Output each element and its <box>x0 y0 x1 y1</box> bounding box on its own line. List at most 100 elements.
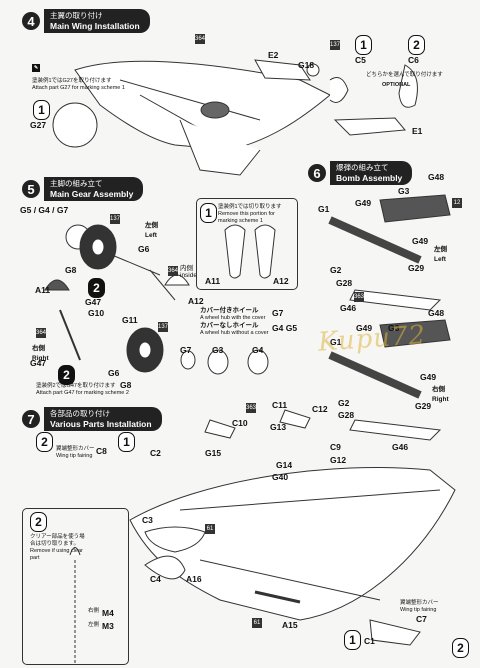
step5-left-jp: 左側 <box>145 222 158 229</box>
step4-number: 4 <box>22 12 40 30</box>
scheme-1-icon: 1 <box>355 35 372 55</box>
step5-number: 5 <box>22 180 40 198</box>
optional-note-en: OPTIONAL <box>382 82 411 88</box>
part-G47: G47 <box>85 297 102 307</box>
step5-badge-364: 364 <box>168 266 179 276</box>
step7-number: 7 <box>22 410 40 428</box>
step6-left-jp: 左側 <box>434 246 447 253</box>
step6-title: 爆弾の組み立て Bomb Assembly <box>330 161 413 185</box>
part-C5: C5 <box>355 55 366 65</box>
cut-note-en: Remove this portion for marking scheme 1 <box>218 211 275 224</box>
part-G3-bomb: G3 <box>398 186 410 196</box>
wingtip-jp-2: 翼端整形カバー <box>400 600 439 606</box>
part-G48: G48 <box>428 172 445 182</box>
part-C11: C11 <box>272 400 288 410</box>
step6-title-en: Bomb Assembly <box>336 173 403 183</box>
step7-title: 各部品の取り付け Various Parts Installation <box>44 407 162 431</box>
part-A12: A12 <box>188 296 204 306</box>
step6-left-en: Left <box>434 256 446 263</box>
part-C3: C3 <box>142 515 153 525</box>
part-G1b: G1 <box>330 337 342 347</box>
wingtip-en: Wing tip fairing <box>56 453 93 459</box>
scheme-2-icon: 2 <box>30 512 47 532</box>
paint-icon: ✎ <box>32 64 41 72</box>
part-A16: A16 <box>186 574 202 584</box>
scheme-2-icon: 2 <box>36 432 53 452</box>
part-G27: G27 <box>30 120 47 130</box>
part-A15: A15 <box>282 620 298 630</box>
step5-title: 主脚の組み立て Main Gear Assembly <box>44 177 144 201</box>
part-C9: C9 <box>330 442 341 452</box>
part-G4-G5: G4 G5 <box>272 323 297 333</box>
part-G5-G4-G7: G5 / G4 / G7 <box>20 205 69 215</box>
m4-right-jp: 右側 <box>88 608 100 614</box>
step5-note-jp: 塗装例2ではG47を取り付けます <box>36 383 116 389</box>
step6-badge-12: 12 <box>452 198 462 208</box>
part-C12: C12 <box>312 404 328 414</box>
part-G7b: G7 <box>180 345 192 355</box>
part-E2: E2 <box>268 50 279 60</box>
inside-jp: 内側 <box>180 265 193 272</box>
scheme-1-icon: 1 <box>118 432 135 452</box>
step5-right-jp: 右側 <box>32 345 45 352</box>
part-G5-label: G5 <box>285 323 298 333</box>
scheme-1-icon: 1 <box>344 630 361 650</box>
scheme-2-icon: 2 <box>452 638 469 658</box>
part-G7: G7 <box>272 308 284 318</box>
step5-title-en: Main Gear Assembly <box>50 189 134 199</box>
hub-cover-en: A wheel hub with the cover <box>200 315 266 321</box>
part-G47b: G47 <box>30 358 47 368</box>
step6-right-jp: 右側 <box>432 386 445 393</box>
optional-note-jp: どちらかを選んで取り付けます <box>366 72 443 78</box>
m3-left-jp: 左側 <box>88 622 100 628</box>
part-G46b: G46 <box>392 442 409 452</box>
scheme-2-icon: 2 <box>58 365 75 385</box>
part-G3b: G3 <box>388 323 400 333</box>
step7-header: 7 各部品の取り付け Various Parts Installation <box>22 406 162 432</box>
part-G12: G12 <box>330 455 347 465</box>
step6-header: 6 爆弾の組み立て Bomb Assembly <box>308 160 413 186</box>
wingtip-jp: 翼端整形カバー <box>56 446 95 452</box>
part-C2: C2 <box>150 448 161 458</box>
step5-badge-364b: 364 <box>36 328 47 338</box>
part-G46: G46 <box>340 303 357 313</box>
part-G13: G13 <box>270 422 287 432</box>
part-G8: G8 <box>65 265 77 275</box>
part-G29b: G29 <box>415 401 432 411</box>
part-G49b: G49 <box>412 236 429 246</box>
scheme-1-icon: 1 <box>33 100 50 120</box>
part-M3: M3 <box>102 621 114 631</box>
part-G8b: G8 <box>120 380 132 390</box>
scheme-1-icon: 1 <box>200 203 217 223</box>
part-C4: C4 <box>150 574 161 584</box>
part-G28: G28 <box>336 278 353 288</box>
step7-badge-363: 363 <box>246 403 257 413</box>
step6-number: 6 <box>308 164 326 182</box>
step7-title-en: Various Parts Installation <box>50 419 152 429</box>
cut-part-A12: A12 <box>273 276 289 286</box>
part-G40: G40 <box>272 472 289 482</box>
step5-title-jp: 主脚の組み立て <box>50 179 103 188</box>
part-G1: G1 <box>318 204 330 214</box>
part-G3: G3 <box>212 345 224 355</box>
part-G49c: G49 <box>356 323 373 333</box>
hub-nocover-en: A wheel hub without a cover <box>200 330 269 336</box>
hub-cover-jp: カバー付きホイール <box>200 307 259 314</box>
part-G4b: G4 <box>252 345 264 355</box>
part-A11: A11 <box>35 285 51 295</box>
step7-title-jp: 各部品の取り付け <box>50 409 110 418</box>
part-G49: G49 <box>355 198 372 208</box>
step4-title-en: Main Wing Installation <box>50 21 140 31</box>
part-G2b: G2 <box>338 398 350 408</box>
part-G11: G11 <box>122 315 138 325</box>
part-G18: G18 <box>298 60 315 70</box>
part-G49d: G49 <box>420 372 437 382</box>
step5-note-en: Attach part G47 for marking scheme 2 <box>36 390 129 396</box>
step4-title-jp: 主翼の取り付け <box>50 11 103 20</box>
step6-title-jp: 爆弾の組み立て <box>336 163 389 172</box>
cut-note-box <box>196 198 298 290</box>
part-G6: G6 <box>138 244 150 254</box>
part-C8: C8 <box>96 446 107 456</box>
part-C1: C1 <box>364 636 375 646</box>
